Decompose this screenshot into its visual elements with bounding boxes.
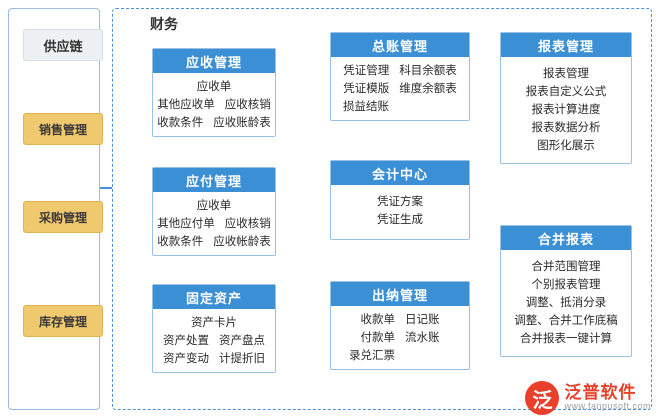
module-card-accounts-receivable[interactable]: 应收管理 应收单 其他应收单应收核销 收款条件应收账龄表	[152, 48, 276, 137]
module-body-cashier: 收款单日记账 付款单流水账 录兑汇票	[331, 306, 469, 369]
module-title-report-management: 报表管理	[501, 33, 631, 57]
list-item[interactable]: 资产盘点	[219, 335, 265, 347]
logo-name: 泛普软件	[564, 383, 637, 403]
supply-chain-panel: 供应链 销售管理 采购管理 库存管理	[8, 8, 103, 410]
module-card-general-ledger[interactable]: 总账管理 凭证管理科目余额表 凭证模版维度余额表 损益结账	[330, 32, 470, 121]
list-item[interactable]: 报表自定义公式	[525, 86, 607, 98]
module-title-accounts-receivable: 应收管理	[153, 49, 275, 73]
module-body-general-ledger: 凭证管理科目余额表 凭证模版维度余额表 损益结账	[331, 57, 469, 120]
list-item[interactable]: 个别报表管理	[531, 279, 601, 291]
module-body-accounts-payable: 应收单 其他应付单应收核销 收款条件应收帐龄表	[153, 192, 275, 255]
module-title-cashier: 出纳管理	[331, 282, 469, 306]
module-card-accounts-payable[interactable]: 应付管理 应收单 其他应付单应收核销 收款条件应收帐龄表	[152, 167, 276, 256]
logo-text: 泛普软件 www.fanpusoft.com	[564, 384, 651, 411]
list-item[interactable]: 资产卡片	[191, 317, 237, 329]
list-item[interactable]: 科目余额表	[399, 65, 457, 77]
list-item[interactable]: 合并范围管理	[531, 261, 601, 273]
module-body-fixed-assets: 资产卡片 资产处置资产盘点 资产变动计提折旧	[153, 309, 275, 372]
logo-icon: 泛	[525, 381, 560, 415]
module-body-accounting-center: 凭证方案 凭证生成	[331, 185, 469, 239]
list-item[interactable]: 凭证管理	[343, 65, 390, 77]
module-title-accounting-center: 会计中心	[331, 161, 469, 185]
list-item[interactable]: 凭证方案	[377, 196, 423, 208]
module-card-consolidated-reports[interactable]: 合并报表 合并范围管理 个别报表管理 调整、抵消分录 调整、合并工作底稿 合并报…	[500, 225, 632, 357]
list-item[interactable]: 报表计算进度	[531, 104, 601, 116]
module-body-accounts-receivable: 应收单 其他应收单应收核销 收款条件应收账龄表	[153, 73, 275, 136]
list-item[interactable]: 应收单	[196, 200, 232, 212]
module-body-report-management: 报表管理 报表自定义公式 报表计算进度 报表数据分析 图形化展示	[501, 57, 631, 163]
list-item[interactable]: 凭证模版	[343, 83, 390, 95]
list-item[interactable]: 流水账	[405, 332, 440, 344]
list-item[interactable]: 计提折旧	[219, 353, 265, 365]
sidebar-item-inventory[interactable]: 库存管理	[23, 305, 103, 337]
list-item[interactable]: 收款单	[360, 314, 396, 326]
logo-domain: www.fanpusoft.com	[564, 401, 651, 412]
supply-chain-title: 供应链	[23, 29, 103, 61]
list-item[interactable]: 应收帐龄表	[213, 236, 271, 248]
list-item[interactable]: 应收核销	[224, 218, 271, 230]
brand-logo: 泛 泛普软件 www.fanpusoft.com	[525, 381, 651, 415]
list-item[interactable]: 图形化展示	[537, 140, 595, 152]
list-item[interactable]: 付款单	[360, 332, 396, 344]
list-item[interactable]: 录兑汇票	[349, 350, 395, 362]
sidebar-item-sales[interactable]: 销售管理	[23, 113, 103, 145]
module-title-general-ledger: 总账管理	[331, 33, 469, 57]
list-item[interactable]: 调整、合并工作底稿	[514, 315, 618, 327]
list-item[interactable]: 报表数据分析	[531, 122, 601, 134]
list-item[interactable]: 资产变动	[163, 353, 209, 365]
sidebar-item-purchase[interactable]: 采购管理	[23, 201, 103, 233]
list-item[interactable]: 收款条件	[157, 236, 204, 248]
module-card-fixed-assets[interactable]: 固定资产 资产卡片 资产处置资产盘点 资产变动计提折旧	[152, 284, 276, 373]
list-item[interactable]: 其他应收单	[157, 99, 215, 111]
module-body-consolidated-reports: 合并范围管理 个别报表管理 调整、抵消分录 调整、合并工作底稿 合并报表一键计算	[501, 250, 631, 356]
list-item[interactable]: 调整、抵消分录	[525, 297, 607, 309]
list-item[interactable]: 应收账龄表	[213, 117, 271, 129]
list-item[interactable]: 凭证生成	[377, 214, 423, 226]
module-card-accounting-center[interactable]: 会计中心 凭证方案 凭证生成	[330, 160, 470, 240]
finance-title: 财务	[150, 16, 178, 32]
list-item[interactable]: 维度余额表	[399, 83, 457, 95]
module-title-fixed-assets: 固定资产	[153, 285, 275, 309]
list-item[interactable]: 合并报表一键计算	[520, 333, 612, 345]
module-title-consolidated-reports: 合并报表	[501, 226, 631, 250]
list-item[interactable]: 损益结账	[343, 101, 389, 113]
module-title-accounts-payable: 应付管理	[153, 168, 275, 192]
module-card-report-management[interactable]: 报表管理 报表管理 报表自定义公式 报表计算进度 报表数据分析 图形化展示	[500, 32, 632, 164]
list-item[interactable]: 报表管理	[543, 68, 589, 80]
list-item[interactable]: 其他应付单	[157, 218, 215, 230]
list-item[interactable]: 日记账	[405, 314, 440, 326]
list-item[interactable]: 应收核销	[224, 99, 271, 111]
list-item[interactable]: 应收单	[196, 81, 232, 93]
list-item[interactable]: 资产处置	[163, 335, 209, 347]
list-item[interactable]: 收款条件	[157, 117, 204, 129]
module-card-cashier[interactable]: 出纳管理 收款单日记账 付款单流水账 录兑汇票	[330, 281, 470, 370]
